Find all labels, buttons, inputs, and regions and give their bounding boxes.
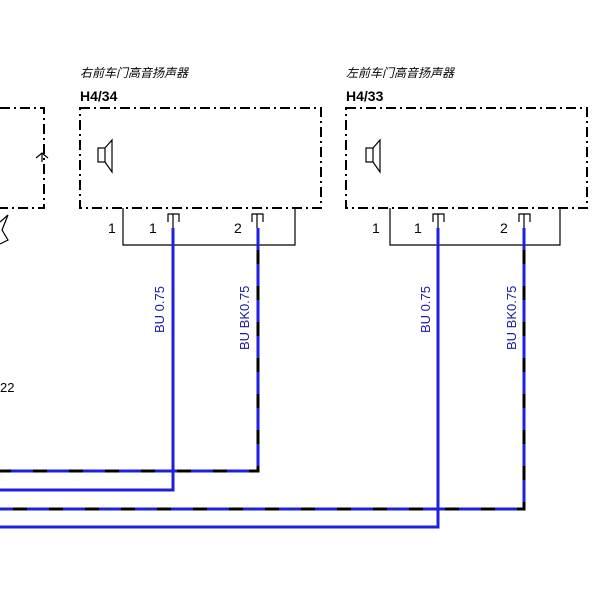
component-name: 左前车门高音扬声器 (346, 66, 455, 80)
component-code: H4/33 (346, 88, 384, 104)
pin-label: 1 (414, 220, 422, 236)
speaker-icon (365, 138, 381, 174)
wire-label: BU 0.75 (152, 286, 167, 333)
component-h4-34: 右前车门高音扬声器 H4/34 1 1 2 (79, 66, 322, 246)
pin-terminal-icon (251, 213, 264, 228)
pin-terminal-icon (167, 213, 180, 228)
pin-label: 1 (108, 220, 116, 236)
wire-bubk-h4-33 (0, 228, 526, 511)
pin-label: 2 (500, 220, 508, 236)
pin-label: 2 (234, 220, 242, 236)
wire-bu-h4-33 (0, 228, 440, 529)
wire-label: BU BK0.75 (504, 286, 519, 350)
connector-bracket (389, 208, 561, 246)
component-code: H4/34 (80, 88, 118, 104)
component-box (345, 107, 588, 209)
partial-component-left: 22 (0, 107, 49, 395)
wire-bubk-h4-34 (0, 228, 260, 473)
edge-fragment-label: 22 (0, 380, 14, 395)
component-h4-33: 左前车门高音扬声器 H4/33 1 1 2 (345, 66, 588, 246)
switch-symbol-icon (35, 152, 49, 162)
component-box (79, 107, 322, 209)
pin-label: 1 (149, 220, 157, 236)
wire-label: BU 0.75 (418, 286, 433, 333)
wire-bu-h4-34 (0, 228, 175, 492)
pin-terminal-icon (518, 213, 531, 228)
component-name: 右前车门高音扬声器 (80, 66, 189, 80)
resistor-zigzag-icon (0, 214, 9, 245)
speaker-icon (97, 138, 113, 174)
wire-label: BU BK0.75 (237, 286, 252, 350)
connector-bracket (122, 208, 296, 246)
pin-terminal-icon (432, 213, 445, 228)
pin-label: 1 (372, 220, 380, 236)
